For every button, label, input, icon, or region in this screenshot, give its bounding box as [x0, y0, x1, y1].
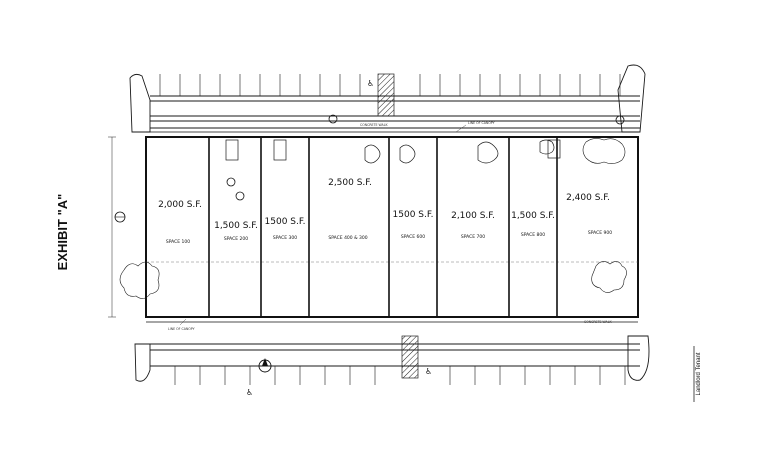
space-200-name: SPACE 200	[224, 236, 248, 242]
line-of-canopy-bottom: LINE OF CANOPY	[168, 327, 195, 331]
accessible-parking-icons: ♿ ♿ ♿	[246, 79, 432, 397]
space-600-sf: 1500 S.F.	[393, 210, 434, 220]
callouts: LINE OF CANOPY LINE OF CANOPY CONCRETE W…	[168, 121, 612, 331]
exhibit-title: EXHIBIT "A"	[55, 194, 70, 271]
hatched-walk-top	[377, 73, 395, 117]
space-800-sf: 1,500 S.F.	[511, 211, 555, 221]
space-labels: 2,000 S.F. SPACE 100 1,500 S.F. SPACE 20…	[158, 178, 612, 245]
svg-text:♿: ♿	[367, 79, 374, 88]
north-arrow-icon	[226, 114, 625, 373]
location-note-group: Landlord Tenant	[693, 346, 702, 402]
space-100-sf: 2,000 S.F.	[158, 200, 202, 210]
section-marker-icon	[114, 211, 126, 223]
space-700-sf: 2,100 S.F.	[451, 211, 495, 221]
hatched-walk-bottom	[401, 335, 419, 379]
building-outline	[145, 136, 639, 318]
restroom-fixtures	[225, 139, 561, 164]
space-400-name: SPACE 400 & 300	[328, 235, 367, 241]
bottom-parking-stalls	[174, 366, 626, 385]
site-outline	[129, 64, 650, 382]
space-900-sf: 2,400 S.F.	[566, 193, 610, 203]
svg-text:♿: ♿	[246, 388, 253, 397]
space-300-name: SPACE 300	[273, 235, 297, 241]
space-200-sf: 1,500 S.F.	[214, 221, 258, 231]
space-300-sf: 1500 S.F.	[265, 217, 306, 227]
line-of-canopy-top: LINE OF CANOPY	[468, 121, 495, 125]
concrete-walk-label: CONCRETE WALK	[584, 320, 612, 324]
space-dividers	[208, 137, 558, 317]
space-400-sf: 2,500 S.F.	[328, 178, 372, 188]
space-700-name: SPACE 700	[461, 234, 485, 240]
landscape-clouds	[119, 138, 627, 299]
dimension-line-left	[108, 136, 116, 318]
location-note: Landlord Tenant	[696, 352, 702, 395]
concrete-walk-top-label: CONCRETE WALK	[360, 123, 388, 127]
svg-text:♿: ♿	[425, 367, 432, 376]
space-800-name: SPACE 800	[521, 232, 545, 238]
top-parking-stalls	[159, 74, 621, 96]
space-600-name: SPACE 600	[401, 234, 425, 240]
space-900-name: SPACE 900	[588, 230, 612, 236]
space-100-name: SPACE 100	[166, 239, 190, 245]
